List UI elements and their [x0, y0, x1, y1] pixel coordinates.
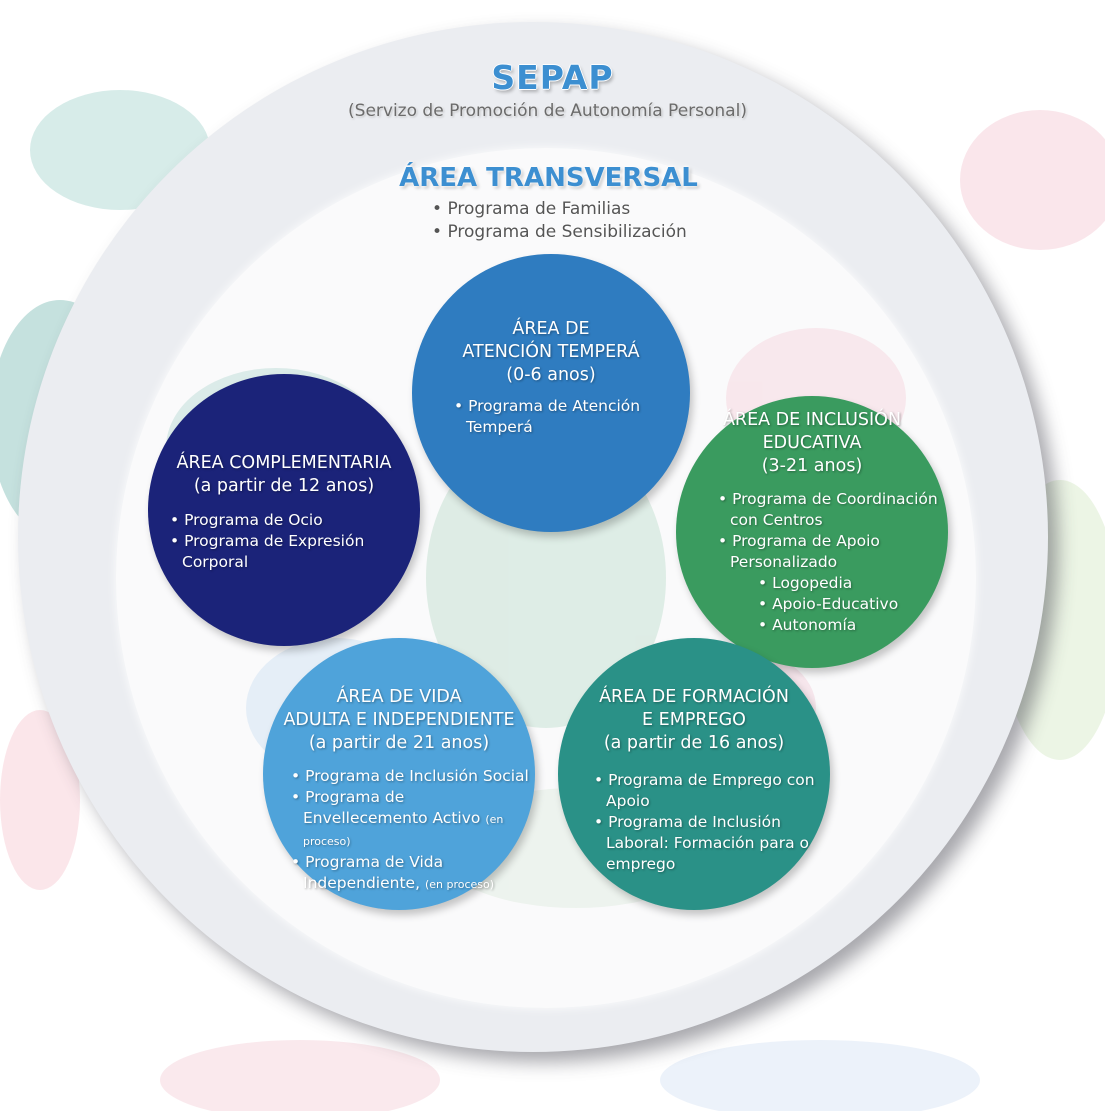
program-item: Programa de Coordinación con Centros: [718, 489, 943, 531]
transversal-item: Programa de Sensibilización: [432, 221, 686, 244]
program-item: Programa de Vida Independiente, (en proc…: [291, 852, 533, 895]
area-title: ÁREA COMPLEMENTARIA (a partir de 12 anos…: [176, 453, 392, 496]
diagram-subtitle: (Servizo de Promoción de Autonomía Perso…: [348, 101, 747, 121]
area-inclusion-educativa-circle: ÁREA DE INCLUSIÓN EDUCATIVA (3-21 anos) …: [676, 396, 948, 668]
program-item: Programa de Atención Temperá: [454, 396, 659, 438]
area-formacion-emprego-circle: ÁREA DE FORMACIÓN E EMPREGO (a partir de…: [558, 638, 830, 910]
status-note: (en proceso): [424, 878, 495, 891]
program-list: Programa de Inclusión Social Programa de…: [291, 766, 533, 895]
area-title: ÁREA DE FORMACIÓN E EMPREGO (a partir de…: [599, 687, 789, 753]
program-item: Programa de Expresión Corporal: [170, 531, 370, 573]
program-item: Programa de Ocio: [170, 510, 370, 531]
diagram-title: SEPAP: [491, 58, 614, 97]
program-item: Programa de Apoio Personalizado: [718, 531, 943, 573]
transversal-program-list: Programa de Familias Programa de Sensibi…: [432, 198, 687, 244]
transversal-item: Programa de Familias: [432, 198, 687, 221]
program-item: Programa de Inclusión Laboral: Formación…: [594, 812, 819, 875]
area-title: ÁREA DE VIDA ADULTA E INDEPENDIENTE (a p…: [283, 687, 515, 753]
program-list: Programa de Emprego con Apoio Programa d…: [594, 770, 819, 875]
program-subitem: Apoio-Educativo: [718, 594, 943, 615]
program-list: Programa de Coordinación con Centros Pro…: [718, 489, 943, 636]
area-vida-adulta-circle: ÁREA DE VIDA ADULTA E INDEPENDIENTE (a p…: [263, 638, 535, 910]
program-item: Programa de Inclusión Social: [291, 766, 533, 787]
program-item: Programa de Emprego con Apoio: [594, 770, 819, 812]
area-atencion-tempera-circle: ÁREA DE ATENCIÓN TEMPERÁ (0-6 anos) Prog…: [412, 254, 690, 532]
area-complementaria-circle: ÁREA COMPLEMENTARIA (a partir de 12 anos…: [148, 374, 420, 646]
program-list: Programa de Atención Temperá: [454, 396, 659, 438]
program-subitem: Autonomía: [718, 615, 943, 636]
transversal-area-title: ÁREA TRANSVERSAL: [399, 163, 698, 193]
program-list: Programa de Ocio Programa de Expresión C…: [170, 510, 370, 573]
program-item: Programa de Envellecemento Activo (en pr…: [291, 787, 533, 852]
program-subitem: Logopedia: [718, 573, 943, 594]
status-note: (en proceso): [303, 813, 504, 848]
area-title: ÁREA DE INCLUSIÓN EDUCATIVA (3-21 anos): [722, 410, 902, 476]
area-title: ÁREA DE ATENCIÓN TEMPERÁ (0-6 anos): [462, 319, 640, 385]
